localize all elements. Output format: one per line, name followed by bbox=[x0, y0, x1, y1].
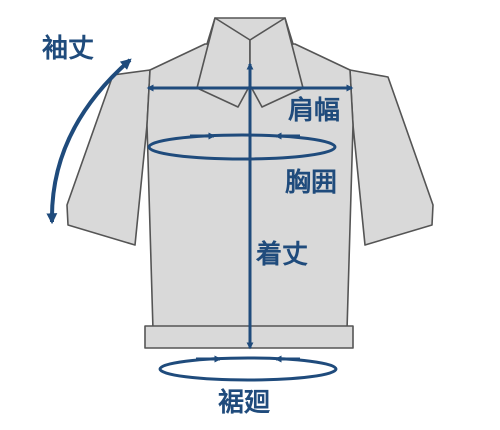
hem-ellipse bbox=[158, 356, 338, 382]
measurement-guides bbox=[46, 58, 354, 382]
hem-circumference-label: 裾廻 bbox=[218, 388, 271, 418]
sleeve-length-arrow bbox=[46, 58, 132, 225]
chest-label: 胸囲 bbox=[285, 168, 338, 198]
body-length-label: 着丈 bbox=[256, 240, 309, 270]
shoulder-width-label: 肩幅 bbox=[288, 96, 341, 126]
left-sleeve bbox=[66, 69, 151, 246]
right-sleeve bbox=[349, 69, 434, 246]
sleeve-length-label: 袖丈 bbox=[42, 34, 95, 64]
chest-ellipse bbox=[147, 133, 337, 161]
